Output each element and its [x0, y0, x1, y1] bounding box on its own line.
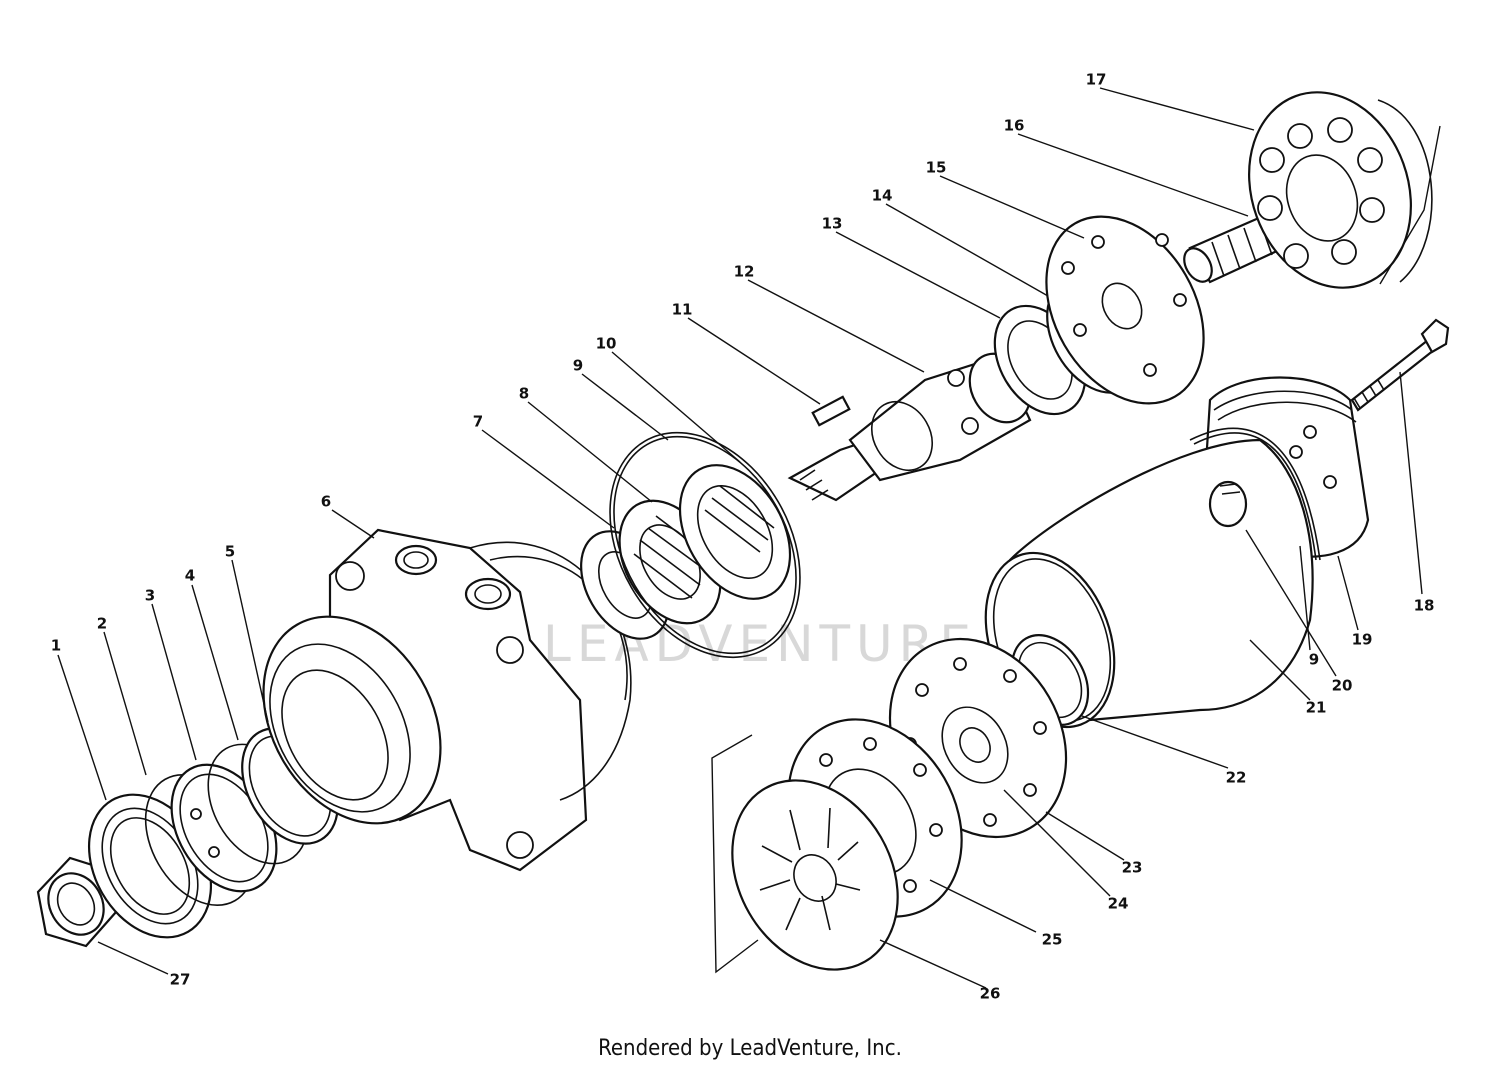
callout-2: 2 [97, 615, 107, 633]
callout-1: 1 [51, 637, 61, 655]
part-11-key [811, 395, 851, 427]
callout-15: 15 [926, 159, 947, 177]
callout-21: 21 [1306, 699, 1327, 717]
callout-3: 3 [145, 587, 155, 605]
callout-18: 18 [1414, 597, 1435, 615]
part-17-rotor-set [1248, 91, 1441, 289]
part-15-plate [1045, 215, 1205, 405]
footer-credit: Rendered by LeadVenture, Inc. [598, 1036, 902, 1061]
callout-9: 9 [573, 357, 583, 375]
part-9-o-ring-front [609, 431, 801, 659]
callout-26: 26 [980, 985, 1001, 1003]
part-26-end-plate [711, 734, 899, 974]
callout-9-rear: 9 [1309, 651, 1319, 669]
callout-24: 24 [1108, 895, 1129, 913]
callout-17: 17 [1086, 71, 1107, 89]
callout-4: 4 [185, 567, 195, 585]
callout-23: 23 [1122, 859, 1143, 877]
part-9-o-ring-rear [1189, 427, 1321, 561]
callout-12: 12 [734, 263, 755, 281]
part-20-pin [1208, 480, 1248, 528]
callout-20: 20 [1332, 677, 1353, 695]
part-6-housing [262, 528, 632, 872]
callout-10: 10 [596, 335, 617, 353]
callout-8: 8 [519, 385, 529, 403]
callout-7: 7 [473, 413, 483, 431]
callout-25: 25 [1042, 931, 1063, 949]
callout-14: 14 [872, 187, 893, 205]
leader-lines [57, 87, 1423, 989]
callout-6: 6 [321, 493, 331, 511]
callout-27: 27 [170, 971, 191, 989]
callout-16: 16 [1004, 117, 1025, 135]
callout-numbers: 1 2 3 4 5 6 7 8 9 10 11 12 13 14 15 16 1… [51, 71, 1435, 1003]
callout-19: 19 [1352, 631, 1373, 649]
callout-5: 5 [225, 543, 235, 561]
callout-22: 22 [1226, 769, 1247, 787]
part-18-bolt [1350, 318, 1450, 412]
callout-13: 13 [822, 215, 843, 233]
callout-11: 11 [672, 301, 693, 319]
